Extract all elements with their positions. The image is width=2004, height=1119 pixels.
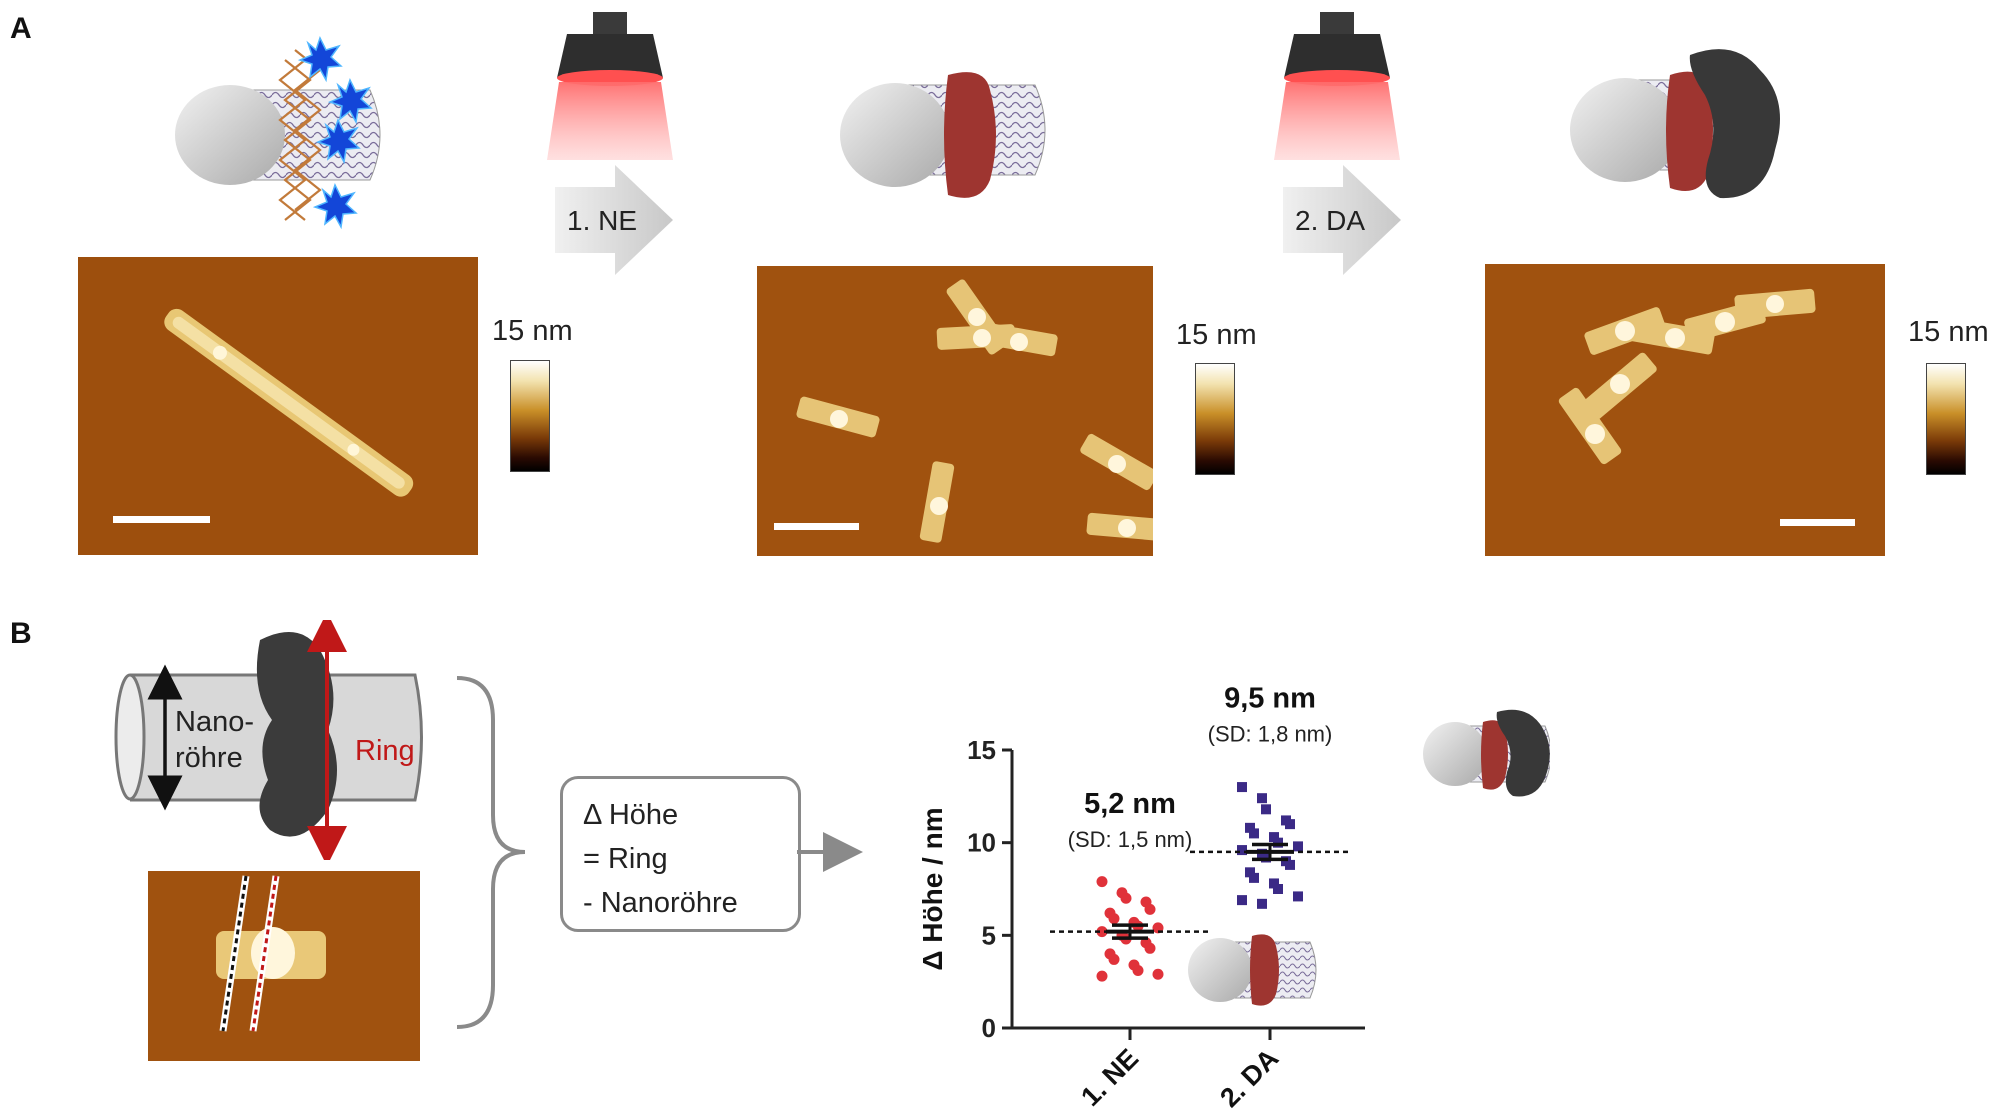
- data-point: [1273, 884, 1283, 894]
- data-point: [1285, 819, 1295, 830]
- data-point: [1237, 782, 1247, 793]
- data-point: [1096, 876, 1108, 888]
- colorbar-label: 15 nm: [1908, 316, 1989, 348]
- step-arrow-2: [1283, 165, 1401, 275]
- data-point: [1261, 804, 1271, 815]
- sd-label: (SD: 1,8 nm): [1208, 721, 1333, 746]
- colorbar-label: 15 nm: [1176, 319, 1257, 351]
- scale-bar: [1780, 519, 1855, 526]
- panel-a-label: A: [10, 12, 32, 45]
- data-point: [1249, 828, 1259, 839]
- step-1-label: 1. NE: [567, 205, 638, 236]
- x-tick-label: 2. DA: [1214, 1043, 1284, 1113]
- data-point: [1273, 837, 1283, 848]
- y-tick-label: 0: [982, 1013, 996, 1043]
- sd-label: (SD: 1,5 nm): [1068, 827, 1193, 852]
- y-tick-label: 10: [967, 828, 996, 858]
- data-point: [1257, 793, 1267, 804]
- scale-bar: [774, 523, 859, 530]
- y-axis-label: Δ Höhe / nm: [917, 807, 948, 970]
- y-tick-label: 15: [967, 735, 996, 765]
- height-colorbar: [1926, 363, 1966, 475]
- tube-with-polymer-schematic: [1570, 49, 1780, 199]
- data-point: [1152, 968, 1164, 980]
- afm-image-profile: [148, 871, 420, 1061]
- height-colorbar: [1195, 363, 1235, 475]
- data-point: [1269, 878, 1279, 889]
- data-point: [1261, 852, 1271, 863]
- ring-label: Ring: [355, 735, 415, 767]
- height-colorbar: [510, 360, 550, 472]
- afm-image-ne: [757, 266, 1153, 556]
- panel-b-label: B: [10, 617, 32, 650]
- data-point: [1096, 926, 1108, 938]
- height-difference-box: Δ Höhe = Ring - Nanoröhre: [560, 776, 801, 932]
- data-point: [1108, 913, 1120, 925]
- x-tick-label: 1. NE: [1075, 1043, 1144, 1112]
- light-source-icon: [547, 12, 673, 160]
- data-point: [1293, 841, 1303, 852]
- nanotube-label: Nano- röhre: [175, 704, 254, 776]
- equation-line-3: - Nanoröhre: [583, 887, 738, 919]
- data-point: [1144, 903, 1156, 915]
- data-point: [1249, 872, 1259, 883]
- curly-brace: [456, 676, 526, 1029]
- mean-value-label: 9,5 nm: [1224, 682, 1316, 714]
- data-point: [1096, 970, 1108, 982]
- data-point: [1144, 942, 1156, 954]
- data-point: [1132, 965, 1144, 977]
- step-2-label: 2. DA: [1295, 205, 1366, 236]
- ne-inset-schematic: [1188, 934, 1317, 1006]
- step-arrow-1: [555, 165, 673, 275]
- afm-image-tube: [78, 257, 478, 555]
- da-inset-schematic: [1423, 709, 1550, 797]
- afm-image-da: [1485, 264, 1885, 556]
- height-measurement-schematic: [114, 620, 423, 860]
- tube-with-ring-schematic: [840, 72, 1046, 198]
- nanotube-label-line2: röhre: [175, 742, 243, 774]
- data-point: [1245, 867, 1255, 878]
- data-point: [1293, 891, 1303, 902]
- data-point: [1257, 898, 1267, 909]
- arrow-to-chart: [797, 832, 863, 872]
- data-point: [1120, 892, 1132, 904]
- data-point: [1285, 859, 1295, 870]
- colorbar-label: 15 nm: [492, 315, 573, 347]
- data-point: [1108, 953, 1120, 965]
- height-scatter-chart: 0 5 10 15 Δ Höhe / nm 1. NE 5,2 nm (SD: 1,5 nm)…: [917, 682, 1550, 1113]
- data-point: [1245, 822, 1255, 833]
- light-source-icon: [1274, 12, 1400, 160]
- data-point: [1269, 832, 1279, 843]
- mean-value-label: 5,2 nm: [1084, 788, 1176, 820]
- equation-line-1: Δ Höhe: [583, 799, 679, 831]
- scale-bar: [113, 516, 210, 523]
- data-point: [1237, 895, 1247, 906]
- data-point: [1237, 845, 1247, 856]
- nanotube-label-line1: Nano-: [175, 706, 254, 738]
- tube-with-dyes-schematic: [175, 36, 381, 230]
- equation-line-2: = Ring: [583, 843, 668, 875]
- y-tick-label: 5: [982, 920, 996, 950]
